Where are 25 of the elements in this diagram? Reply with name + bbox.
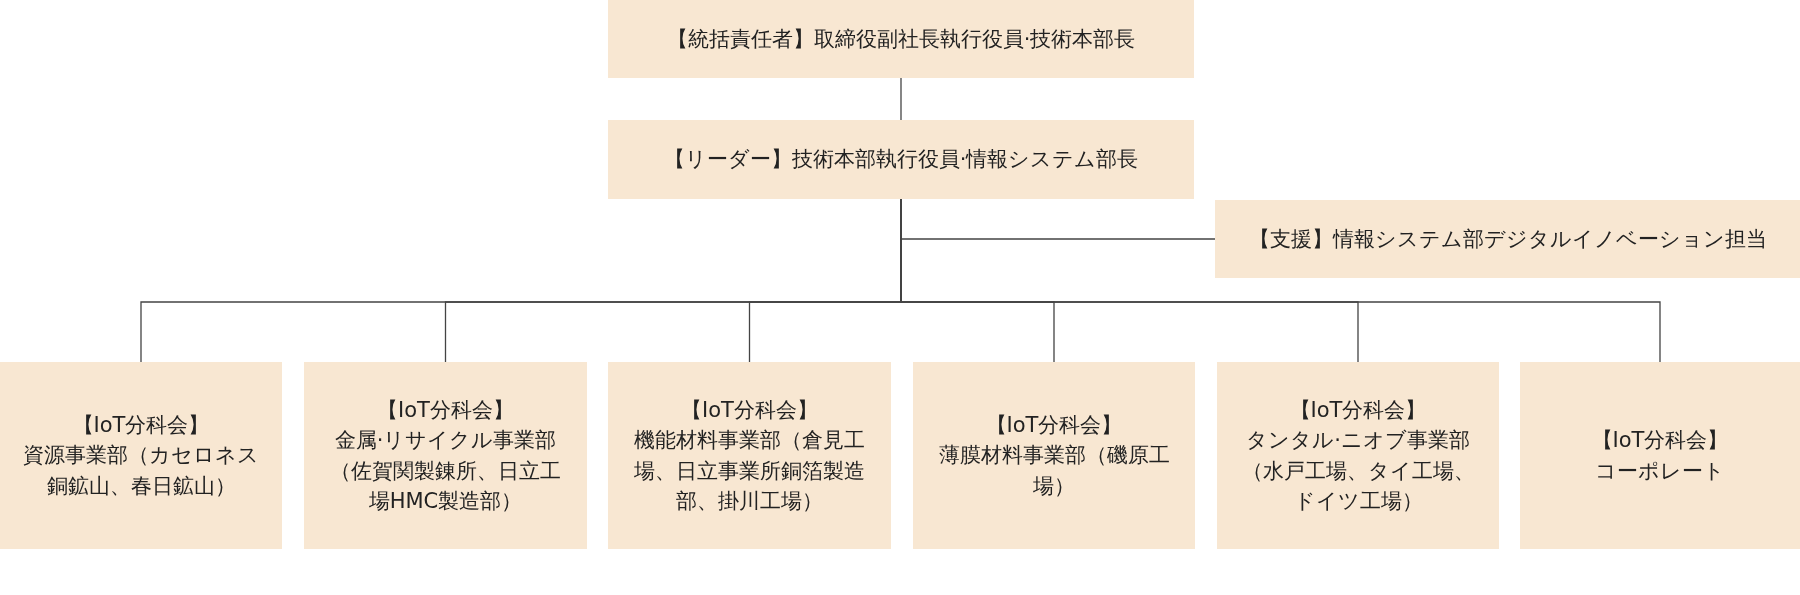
org-label: 【統括責任者】取締役副社長執行役員·技術本部長 (666, 25, 1136, 53)
org-label: 【IoT分科会】 (72, 411, 210, 439)
org-box (1215, 200, 1800, 278)
org-box (608, 362, 891, 549)
org-label: 【IoT分科会】 (1591, 427, 1729, 455)
org-box (1520, 362, 1800, 549)
org-box (913, 362, 1195, 549)
org-label: 【リーダー】技術本部執行役員·情報システム部長 (663, 146, 1139, 174)
org-label: 金属·リサイクル事業部（佐賀関製錬所、日立工場HMC製造部） (329, 427, 562, 515)
org-label: 薄膜材料事業部（磯原工場） (937, 442, 1171, 500)
org-label: 【IoT分科会】 (985, 411, 1123, 439)
org-label: 【IoT分科会】 (1289, 396, 1427, 424)
org-label: タンタル·ニオブ事業部（水戸工場、タイ工場、ドイツ工場） (1240, 427, 1476, 515)
org-box (608, 0, 1194, 78)
org-label: 機能材料事業部（倉見工場、日立事業所銅箔製造部、掛川工場） (633, 427, 866, 515)
org-label: 【IoT分科会】 (377, 396, 514, 424)
org-box (304, 362, 587, 549)
org-box (0, 362, 282, 549)
org-label: 【支援】情報システム部デジタルイノベーション担当 (1248, 225, 1767, 253)
connector-line (900, 77, 902, 121)
org-box (608, 120, 1194, 199)
org-box (1217, 362, 1499, 549)
org-label: 【IoT分科会】 (681, 396, 818, 424)
org-label: 資源事業部（カセロネス銅鉱山、春日鉱山） (22, 442, 260, 500)
org-label: コーポレート (1595, 457, 1725, 485)
